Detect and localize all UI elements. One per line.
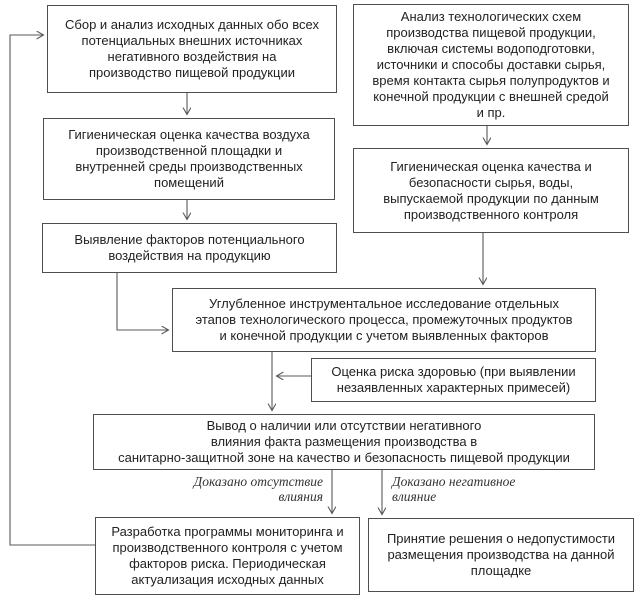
label-no-influence-proven: Доказано отсутствие влияния bbox=[193, 474, 323, 504]
box-raw-materials-assessment: Гигиеническая оценка качества и безопасн… bbox=[353, 148, 629, 233]
feedback-loop-monitoring-to-collect bbox=[9, 35, 95, 546]
box-collect-initial-data: Сбор и анализ исходных данных обо всех п… bbox=[47, 5, 337, 93]
box-deep-instrumental-research: Углубленное инструментальное исследовани… bbox=[172, 288, 596, 352]
box-inadmissibility-decision: Принятие решения о недопустимости размещ… bbox=[368, 518, 634, 592]
box-monitoring-program: Разработка программы мониторинга и произ… bbox=[95, 517, 360, 595]
box-air-hygiene-assessment: Гигиеническая оценка качества воздуха пр… bbox=[43, 118, 335, 200]
box-conclusion-influence: Вывод о наличии или отсутствии негативно… bbox=[93, 414, 595, 470]
box-potential-factors: Выявление факторов потенциального воздей… bbox=[42, 223, 337, 273]
box-tech-schemes-analysis: Анализ технологических схем производства… bbox=[353, 4, 629, 126]
arrow-factors-to-deep bbox=[116, 273, 168, 330]
box-health-risk-assessment: Оценка риска здоровью (при выявлении нез… bbox=[311, 358, 596, 402]
label-negative-influence-proven: Доказано негативное влияние bbox=[392, 474, 516, 504]
